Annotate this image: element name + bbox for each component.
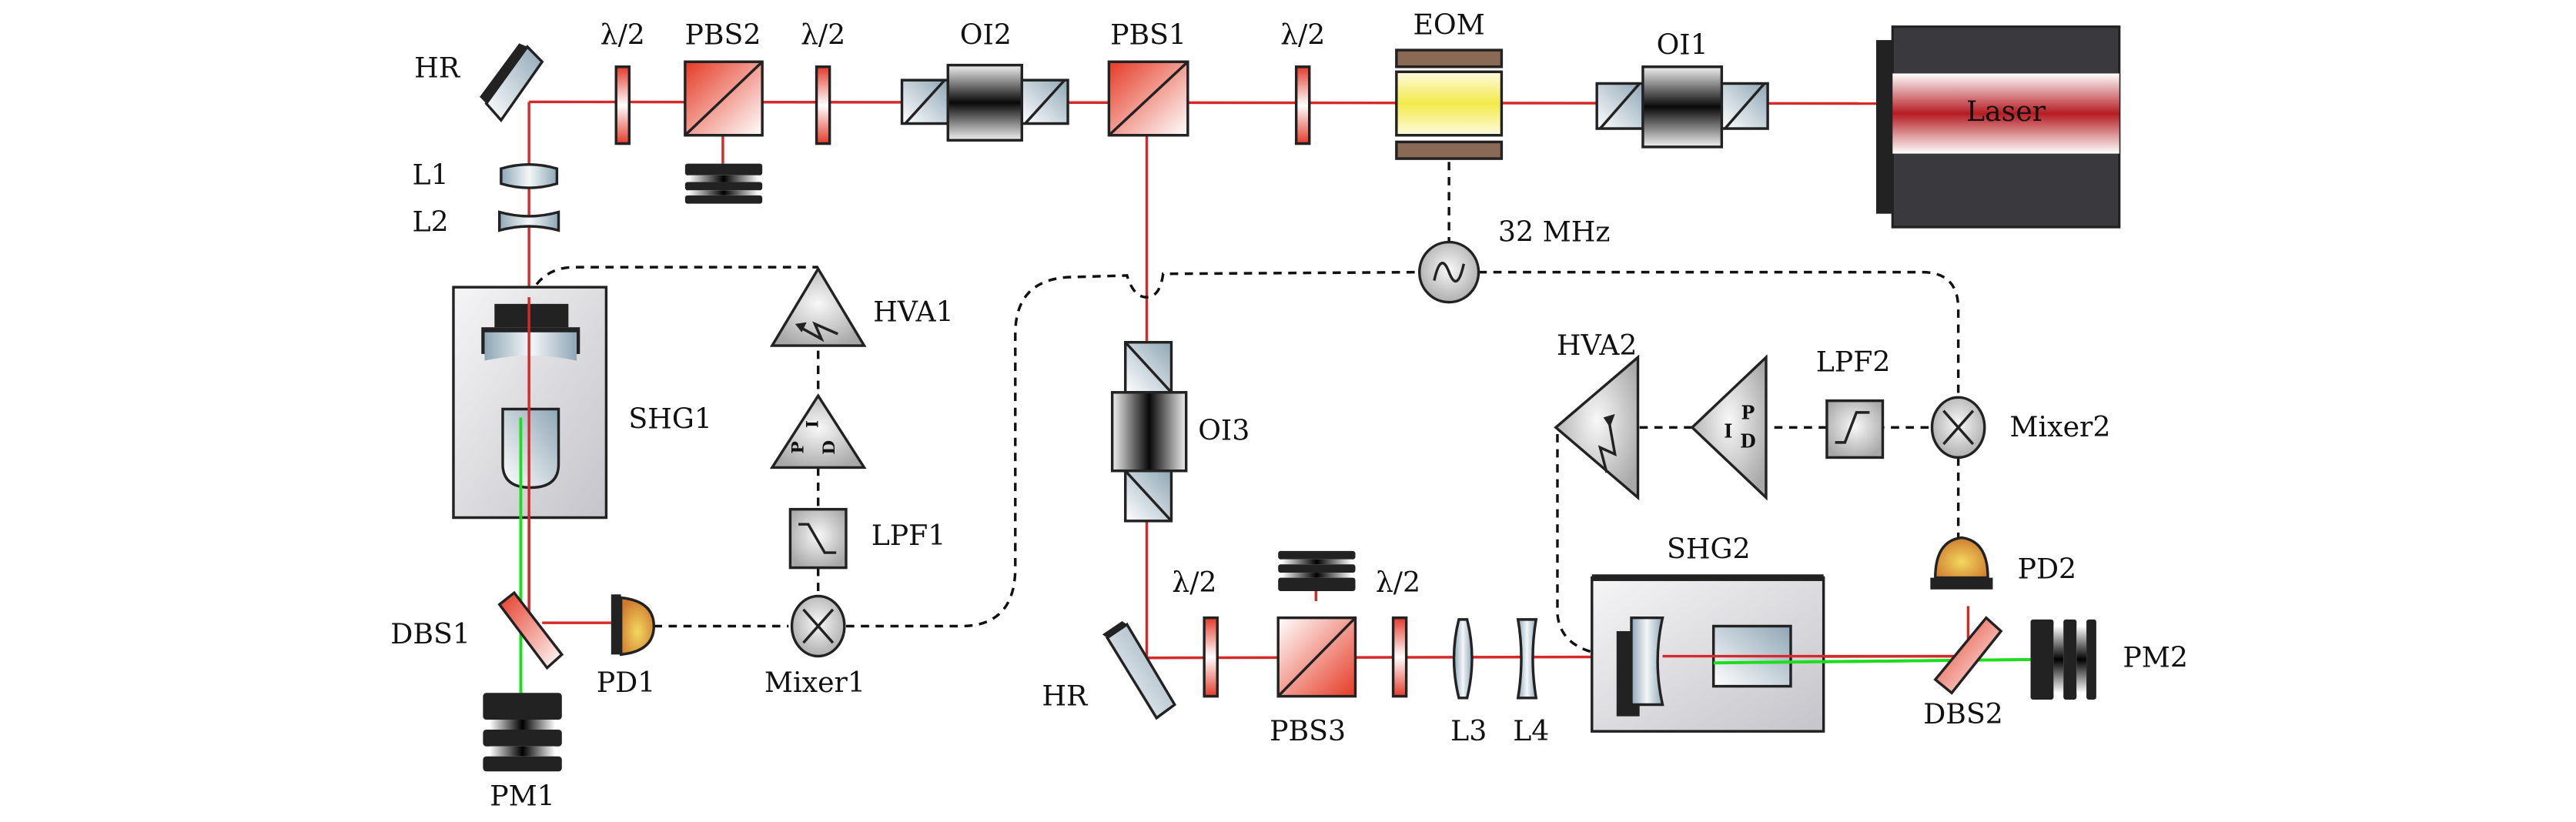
pid-controller-2: I P D [1690, 354, 1768, 501]
shg1-cavity: SHG1 [452, 286, 712, 693]
lens-l1: L1 [413, 158, 559, 192]
pid2-d: D [1740, 430, 1755, 452]
label-oi1: OI1 [1657, 28, 1708, 61]
mixer2: Mixer2 [1930, 396, 2110, 459]
eom-electrode-bottom [1395, 140, 1504, 160]
label-lpf1: LPF1 [871, 519, 946, 552]
label-pbs2: PBS2 [684, 18, 761, 51]
half-wave-plate-top-1: λ/2 [601, 18, 645, 145]
beam-dump-pbs3 [1278, 550, 1356, 591]
eom: EOM [1395, 8, 1504, 160]
beam-dump-pbs2 [684, 163, 763, 204]
eom-crystal [1395, 70, 1504, 137]
label-shg1: SHG1 [628, 402, 712, 435]
eom-electrode-top [1395, 48, 1504, 68]
label-dbs1: DBS1 [390, 617, 470, 650]
power-meter-pm2: PM2 [2030, 619, 2188, 700]
pid2-p: P [1741, 402, 1755, 423]
shg1-piezo [494, 303, 569, 328]
label-hwp-bottom-1: λ/2 [1172, 566, 1216, 599]
signal-hva2-shg2 [1556, 434, 1604, 657]
label-oi2: OI2 [960, 18, 1012, 51]
label-pm2: PM2 [2123, 640, 2188, 673]
label-laser: Laser [1966, 95, 2046, 128]
label-pm1: PM1 [490, 779, 555, 812]
mixer1: Mixer1 [764, 594, 865, 699]
lens-l2: L2 [413, 205, 560, 238]
pid-controller-1: P I D [769, 393, 867, 469]
label-pd1: PD1 [597, 666, 656, 699]
label-hr-top: HR [414, 51, 460, 84]
label-hwp-top-2: λ/2 [801, 18, 845, 51]
label-pd2: PD2 [2018, 552, 2077, 585]
hva1-amplifier: HVA1 [769, 266, 954, 347]
half-wave-plate-top-2: λ/2 [801, 18, 845, 145]
pid1-d: D [820, 440, 839, 455]
label-shg2: SHG2 [1667, 532, 1751, 565]
label-hr-bottom: HR [1042, 679, 1088, 712]
label-l4: L4 [1513, 714, 1549, 747]
half-wave-plate-bottom-1: λ/2 [1172, 566, 1219, 698]
label-eom: EOM [1413, 8, 1484, 41]
label-mixer2: Mixer2 [2009, 410, 2110, 443]
shg1-input-mirror [484, 332, 577, 361]
shg2-input-mirror [1630, 616, 1664, 707]
label-lpf2: LPF2 [1816, 345, 1891, 378]
label-hwp-top-3: λ/2 [1280, 18, 1325, 51]
pid2-i: I [1724, 420, 1732, 442]
pid1-i: I [804, 420, 823, 428]
label-mixer1: Mixer1 [764, 666, 865, 699]
label-l1: L1 [413, 158, 449, 191]
label-hva1: HVA1 [873, 295, 954, 328]
dichroic-beamsplitter-dbs1: DBS1 [390, 590, 564, 670]
lpf1-filter: LPF1 [788, 507, 946, 570]
label-dbs2: DBS2 [1923, 697, 2003, 730]
label-oi3: OI3 [1198, 413, 1250, 446]
power-meter-pm1: PM1 [483, 693, 562, 813]
signal-rf-mixer2 [1478, 270, 1960, 398]
half-wave-plate-bottom-2: λ/2 [1376, 566, 1420, 698]
oi1-rotator [1641, 65, 1724, 149]
pbs2: PBS2 [684, 18, 764, 137]
optical-isolator-oi2: OI2 [900, 18, 1069, 142]
laser-back-plate [1875, 40, 1893, 214]
shg2-cavity: SHG2 [1591, 532, 2031, 733]
lpf2-filter: LPF2 [1816, 345, 1891, 459]
laser-cavity [1892, 73, 2119, 154]
shg1-crystal [501, 407, 560, 490]
label-l2: L2 [413, 205, 449, 238]
rf-source-32mhz: 32 MHz [1418, 215, 1611, 304]
signal-mixer1-rf [845, 270, 1420, 628]
half-wave-plate-top-3: λ/2 [1280, 18, 1325, 145]
photodiode-pd2: PD2 [1930, 536, 2077, 590]
pbs1: PBS1 [1107, 18, 1189, 137]
label-hva2: HVA2 [1557, 329, 1638, 362]
pid1-p: P [789, 441, 808, 453]
label-l3: L3 [1450, 714, 1487, 747]
hr-mirror-bottom: HR [1042, 621, 1177, 720]
lens-l3: L3 [1450, 618, 1487, 747]
pbs3: PBS3 [1270, 616, 1357, 747]
hva2-amplifier: HVA2 [1554, 329, 1640, 501]
label-pbs3: PBS3 [1270, 714, 1346, 747]
dichroic-beamsplitter-dbs2: DBS2 [1923, 616, 2003, 730]
laser: Laser [1875, 25, 2121, 229]
photodiode-pd1: PD1 [597, 594, 656, 699]
optical-isolator-oi1: OI1 [1595, 28, 1769, 149]
label-pbs1: PBS1 [1110, 18, 1186, 51]
optical-isolator-oi3: OI3 [1110, 340, 1250, 523]
label-hwp-top-1: λ/2 [601, 18, 645, 51]
label-hwp-bottom-2: λ/2 [1376, 566, 1420, 599]
label-rf-source: 32 MHz [1498, 215, 1611, 248]
hr-mirror-top: HR [414, 43, 544, 122]
lens-l4: L4 [1513, 618, 1549, 747]
